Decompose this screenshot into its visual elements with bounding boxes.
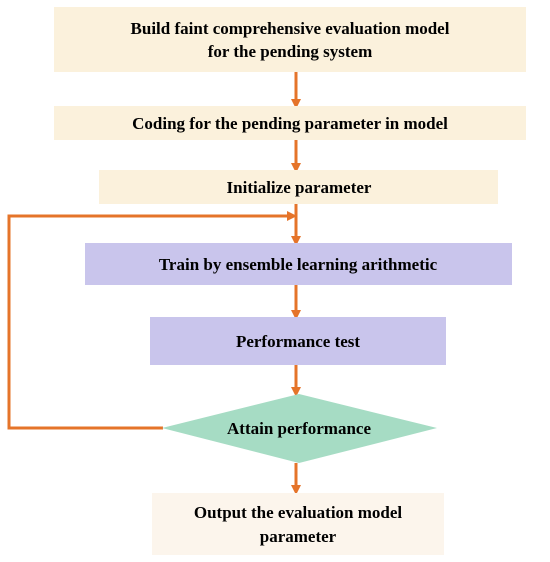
decision-diamond	[162, 394, 437, 463]
coding-step: Coding for the pending parameter in mode…	[54, 106, 526, 140]
output-line2: parameter	[260, 527, 337, 546]
initialize-box	[99, 170, 498, 204]
build-model-box	[54, 7, 526, 72]
output-step: Output the evaluation model parameter	[152, 493, 444, 555]
coding-box	[54, 106, 526, 140]
coding-label: Coding for the pending parameter in mode…	[132, 114, 448, 133]
train-box	[85, 243, 512, 285]
train-step: Train by ensemble learning arithmetic	[85, 243, 512, 285]
initialize-step: Initialize parameter	[99, 170, 498, 204]
decision-step: Attain performance	[162, 394, 437, 463]
output-box	[152, 493, 444, 555]
output-line1: Output the evaluation model	[194, 503, 403, 522]
performance-test-box	[150, 317, 446, 365]
build-model-line2: for the pending system	[208, 42, 373, 61]
train-label: Train by ensemble learning arithmetic	[159, 255, 438, 274]
initialize-label: Initialize parameter	[227, 178, 372, 197]
performance-test-step: Performance test	[150, 317, 446, 365]
build-model-step: Build faint comprehensive evaluation mod…	[54, 7, 526, 72]
performance-test-label: Performance test	[236, 332, 360, 351]
decision-label: Attain performance	[227, 419, 371, 438]
build-model-line1: Build faint comprehensive evaluation mod…	[131, 19, 450, 38]
feedback-loop-arrow	[7, 211, 297, 430]
